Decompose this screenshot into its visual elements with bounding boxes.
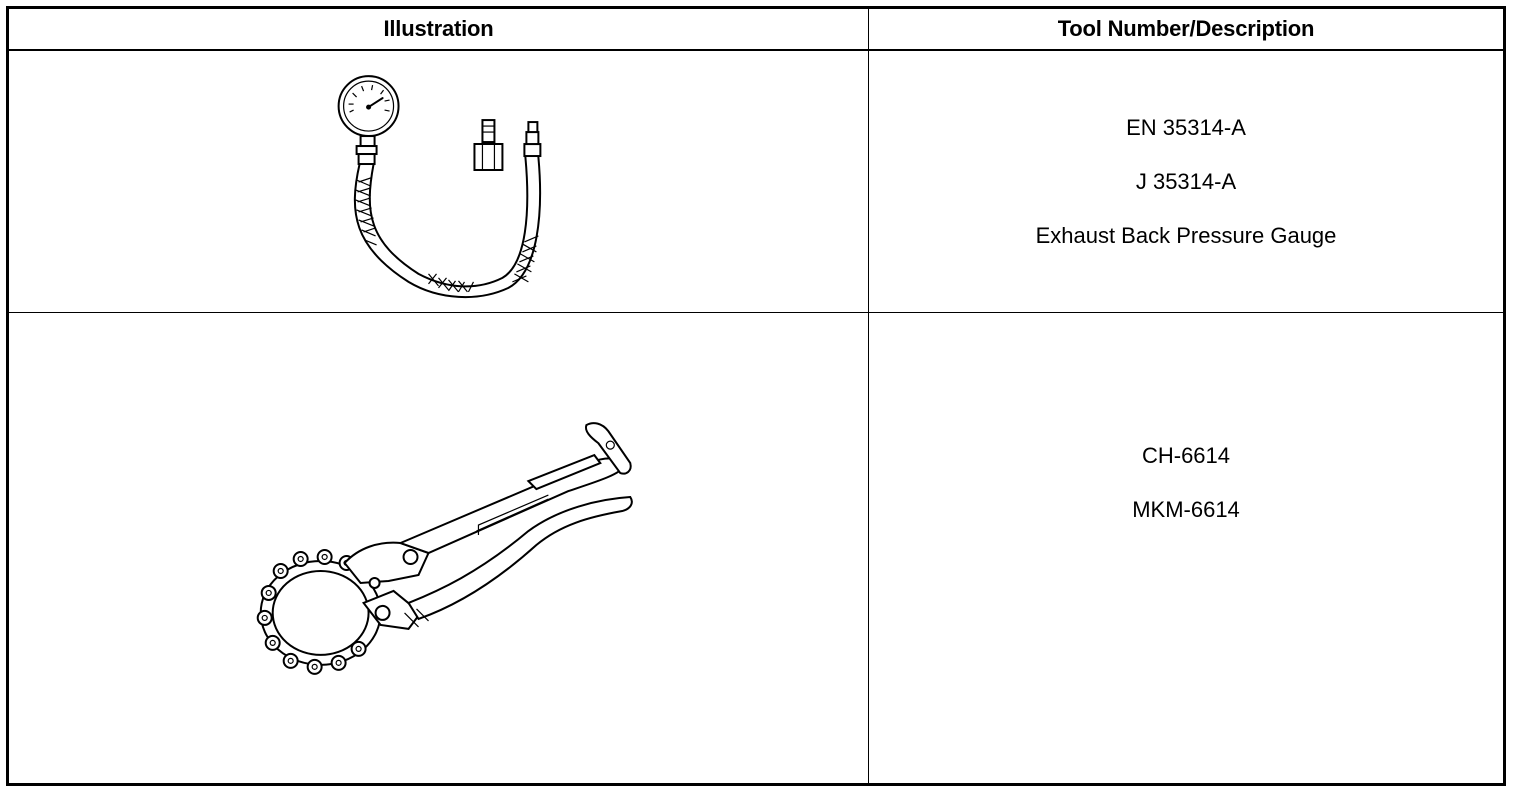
table-row-2-illustration	[9, 313, 869, 783]
tool-number-en: EN 35314-A	[1126, 114, 1246, 140]
chain-pipe-cutter-icon	[256, 422, 633, 675]
header-tool-description: Tool Number/Description	[869, 9, 1503, 51]
tool-description: Exhaust Back Pressure Gauge	[1035, 222, 1337, 248]
header-illustration: Illustration	[9, 9, 869, 51]
table-row-1-description: EN 35314-A J 35314-A Exhaust Back Pressu…	[869, 51, 1503, 313]
exhaust-back-pressure-gauge-icon	[337, 74, 542, 298]
tool-table: Illustration Tool Number/Description	[6, 6, 1506, 786]
header-tool-label: Tool Number/Description	[1057, 16, 1315, 41]
tool-number-ch: CH-6614	[1141, 443, 1231, 468]
header-illustration-label: Illustration	[383, 16, 494, 41]
table-row-2-description: CH-6614 MKM-6614	[869, 313, 1503, 783]
tool-number-j: J 35314-A	[1135, 168, 1237, 194]
table-row-1-illustration	[9, 51, 869, 313]
tool-number-mkm: MKM-6614	[1132, 497, 1240, 522]
